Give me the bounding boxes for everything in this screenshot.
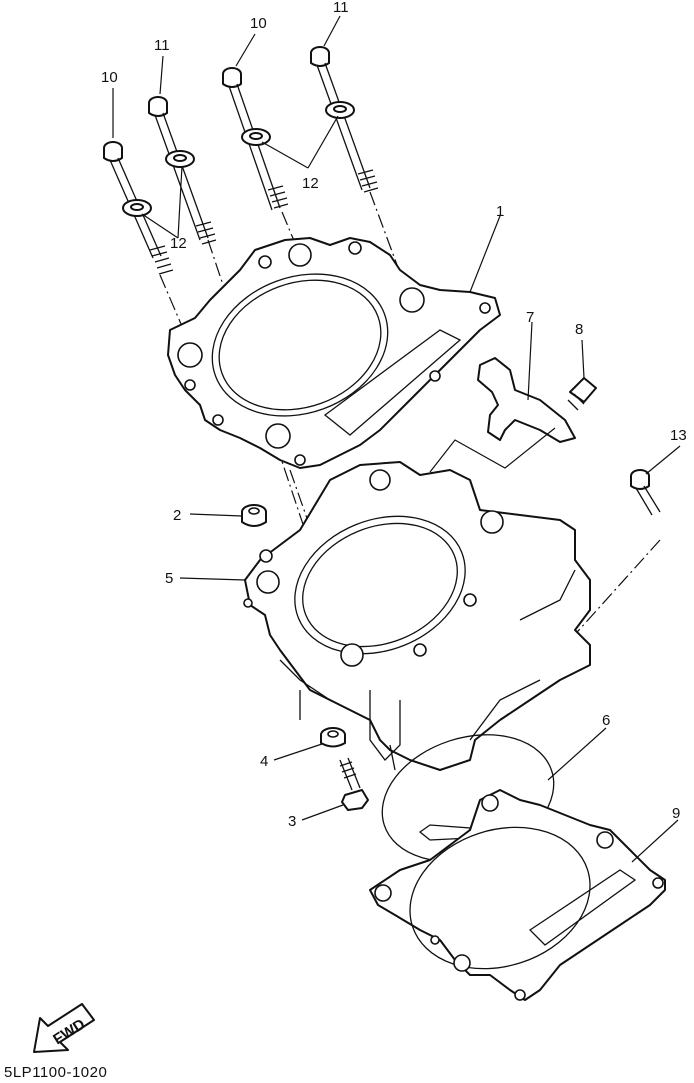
callout-7: 7 (526, 309, 534, 326)
callout-12-left: 12 (170, 235, 187, 252)
washer-12-right2 (325, 101, 355, 119)
bolt-10-right (222, 67, 289, 211)
callout-5: 5 (165, 570, 173, 587)
callout-9: 9 (672, 805, 680, 822)
washer-12-right (241, 128, 271, 146)
cylinder-5 (243, 461, 591, 771)
bolt-13 (630, 469, 661, 516)
washer-12-left2 (165, 150, 195, 168)
callout-10-right: 10 (250, 15, 267, 32)
bolt-11-left (148, 96, 217, 245)
bolt-3 (339, 757, 369, 811)
callout-10-left: 10 (101, 69, 118, 86)
drawing-code: 5LP1100-1020 (4, 1064, 108, 1081)
callout-1: 1 (496, 203, 504, 220)
fwd-arrow-icon: FWD (33, 1003, 95, 1053)
callout-11-right: 11 (333, 0, 349, 16)
callout-13: 13 (670, 427, 687, 444)
callout-4: 4 (260, 753, 268, 770)
callout-3: 3 (288, 813, 296, 830)
callout-12-right: 12 (302, 175, 319, 192)
callout-6: 6 (602, 712, 610, 729)
callout-8: 8 (575, 321, 583, 338)
washer-12-left (122, 199, 152, 217)
bolt-11-right (310, 46, 379, 193)
callout-2: 2 (173, 507, 181, 524)
cylinder-base-gasket (369, 789, 666, 1001)
callout-11-left: 11 (154, 37, 170, 54)
cylinder-head-gasket (167, 237, 501, 469)
dowel-pin-4 (320, 727, 346, 748)
dowel-pin-2 (241, 504, 267, 527)
bolt-8 (567, 377, 597, 411)
bracket-7 (477, 357, 576, 443)
